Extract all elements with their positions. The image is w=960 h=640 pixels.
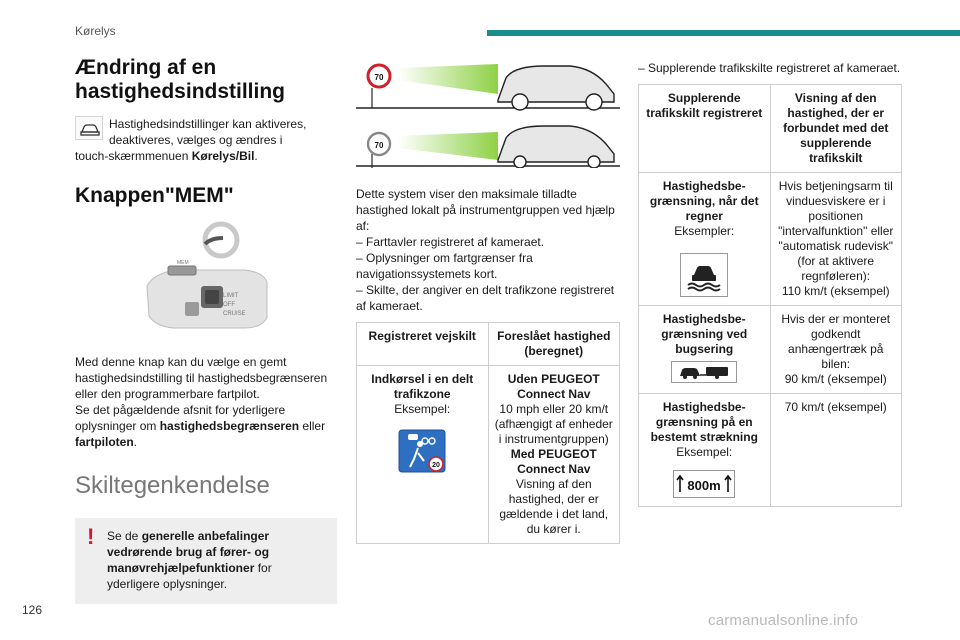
heading-mem-button: Knappen"MEM": [75, 184, 234, 207]
th-sign-registered: Registreret vejskilt: [356, 322, 489, 366]
distance-sign-text: 800m: [688, 478, 721, 493]
mem-description: Med denne knap kan du vælge en gemt hast…: [75, 355, 328, 401]
label-limit: LIMIT: [223, 293, 239, 299]
section-speed-value: 70 km/t (eksempel): [784, 400, 887, 414]
info-menu-path: Kørelys/Bil: [191, 149, 255, 163]
without-connect-nav: Uden PEUGEOT Connect Nav: [507, 372, 600, 401]
warning-icon: !: [87, 524, 95, 549]
cell-suggested-speed: Uden PEUGEOT Connect Nav 10 mph eller 20…: [487, 365, 620, 544]
cell-rain-speed: Hvis betjeningsarm til vinduesviskere er…: [769, 172, 902, 306]
cell-rain-limit: Hastighedsbe­grænsning, når det regner E…: [638, 172, 771, 306]
label-mem: MEM: [177, 260, 189, 266]
car-icon: [75, 116, 103, 140]
mem-button-illustration: LIMIT OFF CRUISE MEM: [75, 220, 337, 340]
see-also-e: .: [133, 435, 138, 449]
see-also-speed-limiter: hastighedsbegrænseren: [159, 419, 300, 433]
table-road-signs: Registreret vejskilt Foreslået hastighed…: [356, 322, 620, 544]
examples-label: Eksempler:: [674, 224, 735, 238]
shared-zone-sign-icon: 20: [398, 429, 446, 473]
label-cruise: CRUISE: [223, 311, 246, 317]
see-also-c: eller: [299, 419, 326, 433]
rain-sign-icon: [680, 253, 729, 297]
header-bar: [487, 30, 960, 36]
cell-shared-zone: Indkørsel i en delt trafikzone Eksempel:…: [356, 365, 489, 544]
info-text: Hastighedsindstillinger kan aktiveres, d…: [109, 117, 307, 147]
info-note: Hastighedsindstillinger kan aktiveres, d…: [75, 116, 337, 148]
towing-limit-label: Hastighedsbe­grænsning ved bugsering: [661, 312, 748, 356]
th-suggested-speed: Foreslået hastighed (beregnet): [487, 322, 620, 366]
section-limit-label: Hastighedsbe­grænsning på en bestemt str…: [650, 400, 758, 444]
shared-zone-label: Indkørsel i en delt trafikzone: [371, 372, 474, 401]
supplementary-intro: – Supplerende trafikskilte registreret a…: [638, 61, 901, 75]
cell-section-limit: Hastighedsbe­grænsning på en bestemt str…: [638, 393, 771, 507]
towing-speed-condition: Hvis der er monteret godkendt anhængertr…: [781, 312, 891, 371]
table-row: Hastighedsbe­grænsning ved bugsering Hvi…: [638, 305, 902, 394]
bullet-1: – Farttavler registreret af kameraet.: [356, 235, 545, 249]
mem-see-also: Se det pågældende afsnit for yderligere …: [75, 402, 337, 450]
bullet-3: – Skilte, der angiver en delt trafikzone…: [356, 283, 615, 313]
with-connect-nav: Med PEUGEOT Connect Nav: [510, 447, 597, 476]
cell-section-speed: 70 km/t (eksempel): [769, 393, 902, 507]
page-number: 126: [22, 603, 43, 617]
th-supplementary-sign: Supplerende trafikskilt registreret: [638, 84, 771, 173]
cell-towing-speed: Hvis der er monteret godkendt anhængertr…: [769, 305, 902, 394]
bullet-2: – Oplysninger om fartgrænser fra navigat…: [356, 251, 533, 281]
table-row: Indkørsel i en delt trafikzone Eksempel:…: [356, 365, 620, 544]
rain-speed-value: 110 km/t (eksempel): [781, 284, 890, 298]
see-also-a: Se det pågældende afsnit for yderligere …: [75, 403, 286, 433]
column-middle: 70 70 Dette system viser den maksimale t…: [356, 56, 620, 544]
table-header-row: Supplerende trafikskilt registreret Visn…: [638, 84, 902, 173]
warning-box: ! Se de generelle anbefalinger vedrørend…: [75, 518, 337, 604]
rain-limit-label: Hastighedsbe­grænsning, når det regner: [649, 179, 759, 223]
see-also-cruise-control: fartpiloten: [75, 435, 134, 449]
heading-sign-recognition: Skiltegenkendelse: [75, 472, 270, 499]
info-end: .: [254, 149, 258, 163]
warn-b: generelle anbefalinger vedrørende brug a…: [107, 529, 270, 575]
sign-70-top: 70: [375, 73, 384, 82]
info-tail: touch-skærmmenuen Kørelys/Bil.: [75, 148, 337, 164]
info-tail-text: touch-skærmmenuen: [75, 149, 192, 163]
system-intro: Dette system viser den maksimale tilladt…: [356, 187, 615, 233]
rain-speed-condition: Hvis betjeningsarm til vinduesviskere er…: [778, 179, 894, 283]
example-label: Eksempel:: [394, 402, 451, 416]
column-left: Ændring af en hastighedsindstilling Hast…: [75, 56, 337, 604]
th-display-speed: Visning af den hastighed, der er forbund…: [769, 84, 902, 173]
table-row: Hastighedsbe­grænsning, når det regner E…: [638, 172, 902, 306]
header-section: Kørelys: [75, 24, 116, 38]
table-row: Hastighedsbe­grænsning på en bestemt str…: [638, 393, 902, 507]
towing-sign-icon: [671, 361, 738, 383]
warn-c: for yderligere oplysninger.: [107, 561, 272, 591]
heading-change-speed-setting: Ændring af en hastighedsindstilling: [75, 56, 286, 103]
without-connect-nav-detail: 10 mph eller 20 km/t (afhængigt af enhed…: [494, 402, 613, 446]
table-supplementary-signs: Supplerende trafikskilt registreret Visn…: [638, 84, 902, 507]
shared-zone-sign-number: 20: [432, 462, 440, 469]
towing-speed-value: 90 km/t (eksempel): [784, 372, 887, 386]
watermark: carmanualsonline.info: [708, 612, 859, 629]
example-label-2: Eksempel:: [676, 445, 733, 459]
sign-illustration: 70 70: [356, 56, 620, 169]
table-header-row: Registreret vejskilt Foreslået hastighed…: [356, 322, 620, 366]
with-connect-nav-detail: Visning af den hastighed, der er gældend…: [499, 477, 609, 536]
distance-sign-icon: 800m: [673, 470, 736, 498]
label-off: OFF: [223, 302, 235, 308]
sign-70-bottom: 70: [375, 141, 384, 150]
warn-a: Se de: [107, 529, 142, 543]
column-right: – Supplerende trafikskilte registreret a…: [638, 56, 902, 507]
cell-towing-limit: Hastighedsbe­grænsning ved bugsering: [638, 305, 771, 394]
